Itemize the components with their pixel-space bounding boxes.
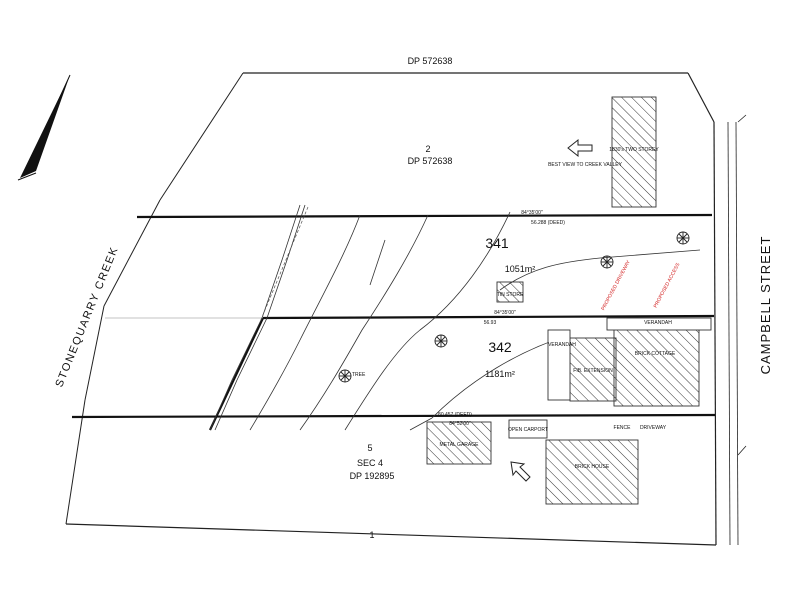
cottage-label: BRICK COTTAGE: [635, 351, 676, 357]
lot-5-dp: DP 192895: [350, 471, 395, 481]
boundary-mid-length: 56.93: [484, 320, 497, 326]
veranda-upper-label: VERANDAH: [644, 320, 672, 326]
boundary-upper-length: 56.288 (DEED): [531, 220, 565, 226]
veranda-side: [547, 329, 571, 401]
carport-label: OPEN CARPORT: [508, 427, 548, 433]
site-boundaries: [65, 72, 747, 546]
tree-icons: [338, 231, 690, 383]
north-arrow-icon: [17, 74, 71, 181]
building-historic: [611, 96, 657, 208]
tree-icon: [338, 369, 352, 383]
garage-label: METAL GARAGE: [440, 442, 480, 448]
house-label: BRICK HOUSE: [575, 464, 610, 470]
fence-label: FENCE: [614, 425, 632, 431]
red-note-driveway: PROPOSED DRIVEWAY: [600, 259, 632, 312]
bottom-lot-number: 1: [369, 530, 374, 540]
street-name: CAMPBELL STREET: [758, 236, 773, 375]
lot-342-area: 1181m²: [485, 369, 515, 379]
building-small-store: [496, 281, 524, 303]
boundary-lower-bearing: 84°52'00": [449, 421, 471, 427]
lot-5-sec: SEC 4: [357, 458, 383, 468]
building-brick-house: [545, 439, 639, 505]
building-extension: [569, 337, 617, 402]
historic-note: 1830's TWO STOREY: [609, 147, 659, 153]
creek-name: STONEQUARRY CREEK: [53, 245, 121, 389]
boundary-upper-bearing: 84°35'00": [521, 210, 543, 216]
building-metal-garage: [426, 421, 492, 465]
view-arrow-icon: [567, 138, 593, 158]
lot-boundaries: [71, 213, 716, 431]
lot-2-dp: DP 572638: [408, 156, 453, 166]
tree-icon: [600, 255, 614, 269]
tree-icon: [676, 231, 690, 245]
veranda-side-label: VERANDAH: [548, 342, 576, 348]
lot-341-number: 341: [485, 235, 509, 251]
building-open-carport: [508, 419, 548, 439]
tree-label: TREE: [352, 372, 366, 378]
lot-5-number: 5: [367, 443, 372, 453]
lot-2-number: 2: [425, 144, 430, 154]
extension-label: FIB. EXTENSION: [573, 368, 613, 374]
red-note-access: PROPOSED ACCESS: [653, 261, 682, 309]
store-label: TIN STORE: [497, 292, 524, 298]
boundary-mid-bearing: 84°35'00": [494, 310, 516, 316]
boundary-lower-length: 80.457 (DEED): [438, 412, 472, 418]
top-parcel-dp: DP 572638: [408, 56, 453, 66]
veranda-upper: [606, 317, 712, 331]
access-arrow-icon: [510, 461, 531, 482]
buildings: [426, 96, 712, 505]
view-note: BEST VIEW TO CREEK VALLEY: [548, 162, 622, 168]
lot-342-number: 342: [488, 339, 512, 355]
tree-icon: [434, 334, 448, 348]
lot-341-area: 1051m²: [505, 264, 536, 274]
building-brick-cottage: [613, 325, 700, 407]
driveway-label: DRIVEWAY: [640, 425, 667, 431]
easement-line: [259, 206, 309, 323]
